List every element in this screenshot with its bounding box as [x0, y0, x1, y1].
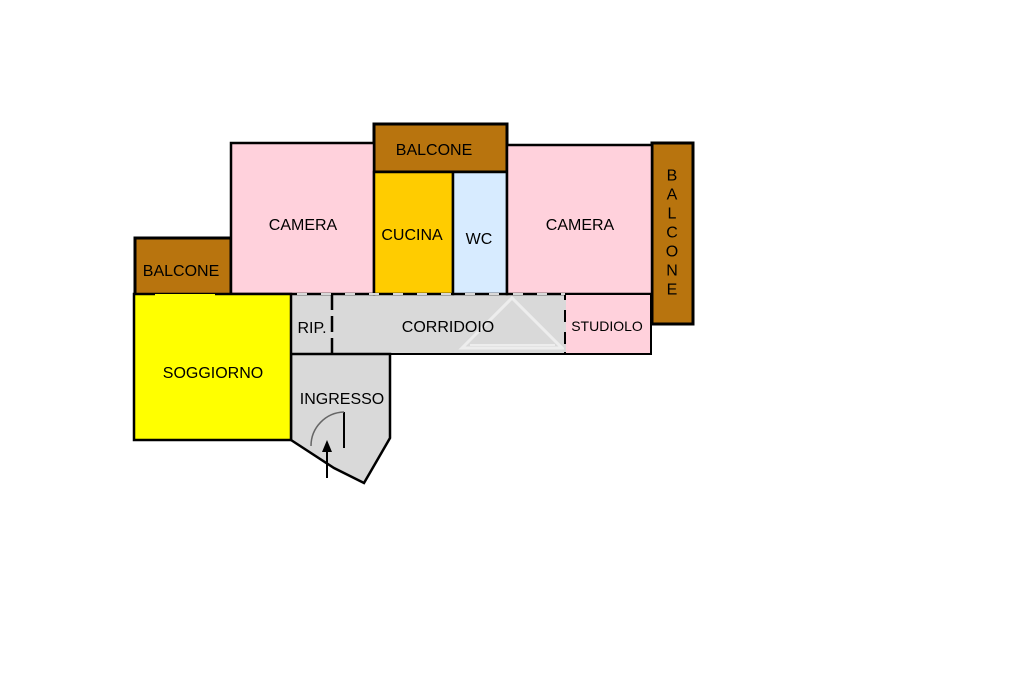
ripostiglio-label: RIP. — [297, 320, 326, 337]
ingresso-label: INGRESSO — [300, 391, 384, 408]
entrance-arrow-icon — [322, 440, 332, 478]
balcone-right-label: BALCONE — [664, 168, 681, 301]
soggiorno-label: SOGGIORNO — [163, 365, 263, 382]
door-swing-icon — [310, 411, 345, 448]
cucina-room — [372, 170, 455, 296]
studiolo-label: STUDIOLO — [571, 318, 643, 334]
soggiorno-room — [132, 292, 293, 442]
balcone-left-label: BALCONE — [143, 263, 219, 280]
studiolo-room — [564, 293, 652, 355]
camera-right-label: CAMERA — [546, 217, 615, 234]
ingresso-area — [289, 352, 392, 485]
wc-room — [451, 170, 509, 296]
balcone-top-label: BALCONE — [396, 142, 472, 159]
house-watermark-icon — [458, 295, 566, 350]
balcone-left — [133, 236, 233, 297]
camera-left-label: CAMERA — [269, 217, 338, 234]
wc-label: WC — [466, 231, 493, 248]
corridoio-label: CORRIDOIO — [402, 319, 494, 336]
cucina-label: CUCINA — [381, 227, 443, 244]
